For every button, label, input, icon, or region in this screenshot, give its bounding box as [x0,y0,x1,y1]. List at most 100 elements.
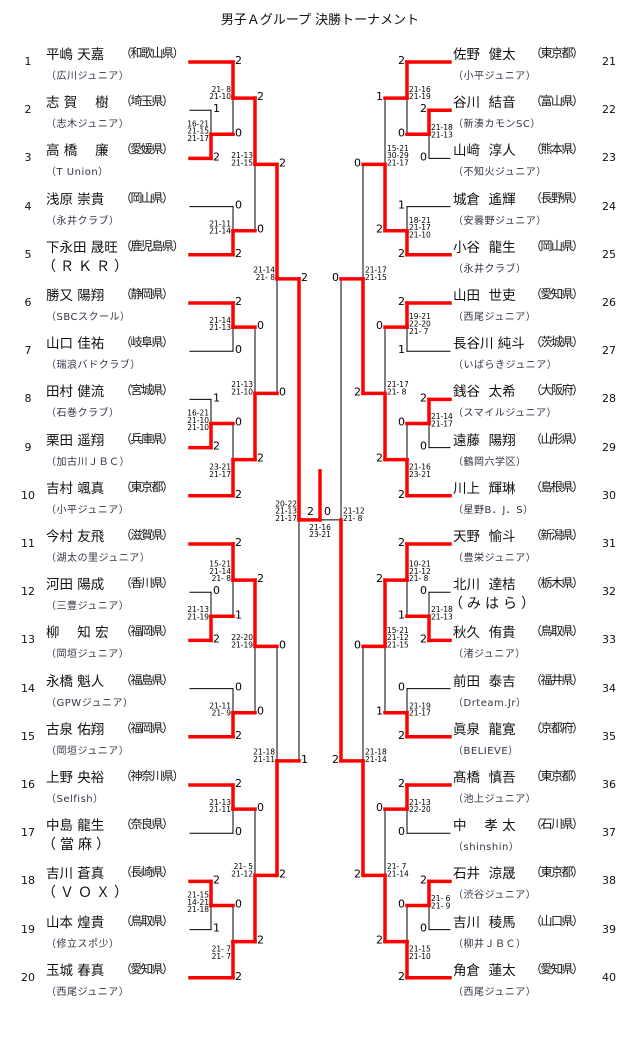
player-name: 勝又 陽翔 [46,288,105,304]
seed-number: 17 [21,826,35,840]
player-prefecture: （鳥取県） [120,913,174,928]
player-team: （安曇野ジュニア） [453,215,547,227]
match-score: 0 [235,343,242,356]
match-score: 0 [235,199,242,212]
game-scores: 21-11 [209,701,231,710]
seed-number: 15 [21,729,35,743]
match-score: 2 [398,536,405,549]
player-prefecture: （愛媛県） [120,142,174,157]
player-name: 眞泉 龍寛 [453,721,516,738]
player-name: 秋久 侑貴 [453,625,516,642]
game-scores: 21-15 [387,640,409,649]
final-game-scores: 21-16 [309,523,331,532]
player-team: （ＶＯＸ） [42,885,132,902]
player-prefecture: （鳥取県） [530,624,584,639]
game-scores: 21-13 [209,323,231,332]
game-scores: 21-14 [209,227,231,236]
match-score: 0 [235,898,242,911]
game-scores: 21-12 [409,567,431,576]
match-score: 2 [398,488,405,501]
match-score: 2 [398,777,405,790]
player-team: （Selfish） [46,794,104,805]
game-scores: 21- 5 [234,862,254,871]
seed-number: 28 [602,392,616,406]
match-score: 2 [257,452,264,465]
match-score: 0 [354,638,361,651]
game-scores: 21-14 [387,869,409,878]
seed-number: 1 [24,55,32,68]
seed-number: 14 [21,681,35,695]
match-score: 2 [376,572,383,585]
seed-number: 5 [24,247,32,261]
player-team: （T Union） [46,167,109,179]
game-scores: 21-10 [231,387,253,396]
match-score: 2 [354,385,361,398]
match-score: 1 [213,922,220,935]
final-game-scores: 23-21 [309,530,331,539]
match-score: 1 [235,608,242,621]
seed-number: 24 [602,199,616,213]
match-score: 0 [235,126,242,139]
match-score: 2 [420,391,427,404]
seed-number: 3 [24,151,32,165]
player-name: 田村 健流 [46,384,105,401]
player-name: 石井 涼晟 [453,866,516,883]
match-score: 0 [257,705,264,718]
player-team: （西尾ジュニア） [453,986,537,998]
match-score: 0 [376,319,383,332]
player-team: （渚ジュニア） [453,649,526,661]
player-name: 谷川 結音 [453,95,516,112]
final-score: 2 [307,505,314,518]
game-scores: 22-20 [231,633,253,642]
player-prefecture: （山口県） [530,913,584,928]
player-team: （池上ジュニア） [453,794,537,805]
match-score: 2 [398,970,405,983]
match-score: 2 [420,102,427,115]
match-score: 2 [235,536,242,549]
seed-number: 2 [24,103,32,117]
player-team: （鶴岡六学区） [453,456,527,468]
match-score: 0 [257,801,264,814]
game-scores: 21- 7 [212,952,232,961]
player-prefecture: （奈良県） [120,817,174,832]
player-team: （渋谷ジュニア） [453,890,537,902]
player-team: （小平ジュニア） [453,71,537,82]
match-score: 2 [420,632,427,645]
player-name: 中 孝 太 [453,818,516,835]
game-scores: 21-15 [231,158,253,167]
player-prefecture: （静岡県） [120,287,174,301]
player-name: 玉城 春真 [46,962,105,979]
game-scores: 21-17 [409,709,431,718]
game-scores: 21- 9 [431,902,451,911]
seed-number: 33 [602,633,616,647]
seed-number: 29 [602,440,616,454]
winner-lines [188,60,452,980]
player-prefecture: （鹿児島県） [120,238,185,253]
player-prefecture: （岐阜県） [120,335,174,350]
match-score: 0 [398,416,405,429]
match-score: 0 [420,440,427,453]
seed-number: 12 [21,585,35,599]
match-score: 2 [376,452,383,465]
player-name: 浅原 崇貴 [46,191,105,208]
match-score: 1 [301,753,308,766]
player-prefecture: （山形県） [530,431,584,446]
player-prefecture: （福岡県） [120,720,174,735]
game-scores: 22-20 [409,319,431,328]
player-prefecture: （石川県） [530,817,584,832]
match-score: 1 [213,391,220,404]
seed-number: 19 [21,922,35,936]
match-score: 2 [213,440,220,453]
seed-number: 23 [602,151,616,165]
seed-number: 18 [21,874,35,888]
player-prefecture: （埼玉県） [120,94,174,109]
game-scores: 21-19 [187,612,209,621]
player-team: （広川ジュニア） [46,71,130,82]
match-score: 0 [398,681,405,694]
player-team: （星野B．J．S） [453,504,534,516]
player-prefecture: （栃木県） [530,576,584,591]
player-team: （永井クラブ） [453,263,527,275]
player-team: （新湊カモンSC） [453,119,541,131]
player-name: 平嶋 天嘉 [46,47,105,63]
game-scores: 21-10 [187,423,209,432]
